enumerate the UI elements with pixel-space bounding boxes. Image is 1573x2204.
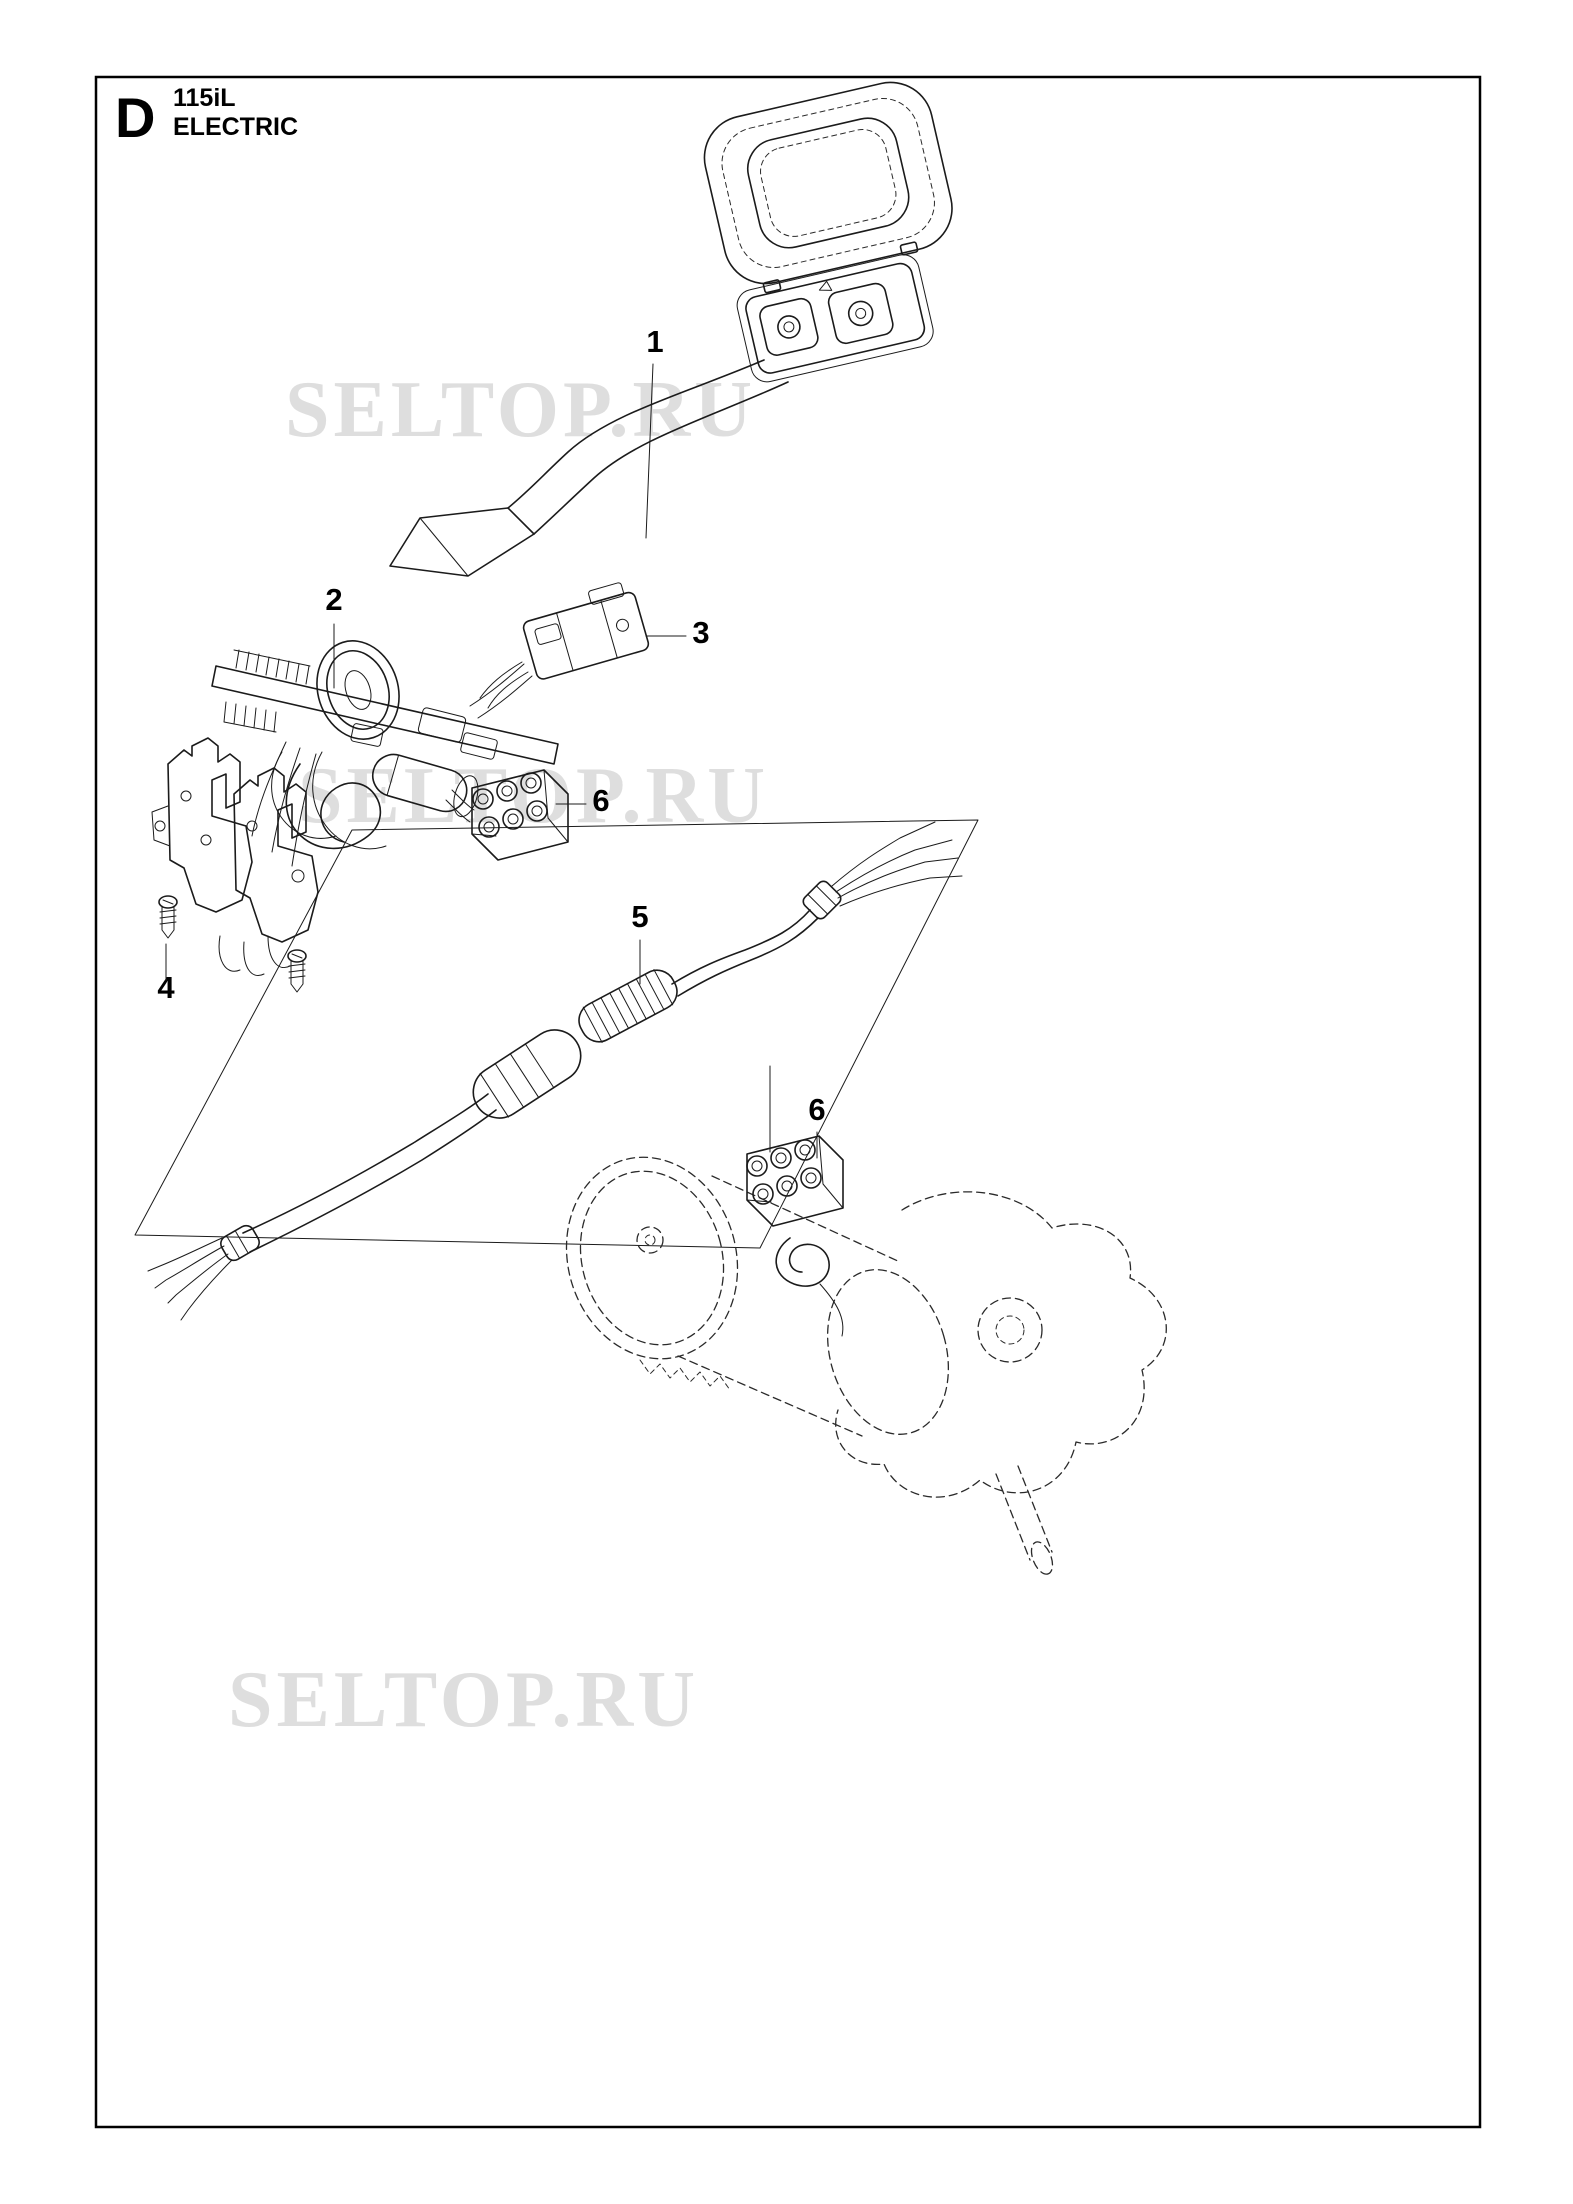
callout-5: 5 bbox=[631, 899, 649, 985]
callout-2: 2 bbox=[325, 582, 343, 689]
cable-sleeve bbox=[472, 1029, 582, 1119]
display-housing bbox=[703, 81, 953, 294]
cable-grommet-left bbox=[220, 1224, 260, 1262]
cable-clamp bbox=[802, 880, 842, 920]
callout-2-label: 2 bbox=[325, 582, 342, 617]
screw-2 bbox=[287, 949, 307, 993]
terminal-block-upper bbox=[471, 769, 569, 861]
callout-4-label: 4 bbox=[157, 970, 175, 1005]
callout-6-upper-label: 6 bbox=[592, 783, 609, 818]
callout-5-label: 5 bbox=[631, 899, 648, 934]
callout-1-leader bbox=[645, 363, 654, 539]
watermark-3: SELTOP.RU bbox=[228, 1656, 699, 1744]
routing-plane bbox=[134, 819, 979, 1249]
model-label: 115iL bbox=[173, 84, 236, 112]
cable-assembly bbox=[147, 821, 963, 1321]
callout-6-lower-label: 6 bbox=[808, 1092, 825, 1127]
section-letter: D bbox=[115, 86, 155, 149]
cable-wires-right bbox=[831, 821, 963, 907]
terminal-block-lower bbox=[746, 1135, 844, 1227]
callout-1: 1 bbox=[645, 324, 664, 539]
page-border bbox=[94, 75, 1482, 2129]
cable-wires-left bbox=[147, 1237, 233, 1321]
screw-1 bbox=[158, 895, 178, 939]
callout-6-upper: 6 bbox=[555, 783, 610, 818]
section-title: ELECTRIC bbox=[173, 113, 298, 141]
callout-4: 4 bbox=[157, 943, 175, 1005]
coiled-lead bbox=[775, 1237, 844, 1337]
mounting-bracket-rear bbox=[218, 767, 319, 976]
mounting-bracket-front bbox=[151, 737, 253, 913]
keypad-membrane bbox=[736, 254, 934, 383]
callout-1-label: 1 bbox=[646, 324, 663, 359]
connector-housing bbox=[479, 582, 650, 709]
motor-assembly-ghost bbox=[565, 1156, 1167, 1575]
callout-6-lower: 6 bbox=[808, 1092, 826, 1159]
cable-ferrite bbox=[578, 969, 678, 1043]
watermark-1: SELTOP.RU bbox=[285, 366, 756, 454]
callout-3-label: 3 bbox=[692, 615, 709, 650]
callout-3: 3 bbox=[645, 615, 710, 650]
ribbon-cable bbox=[389, 359, 789, 577]
